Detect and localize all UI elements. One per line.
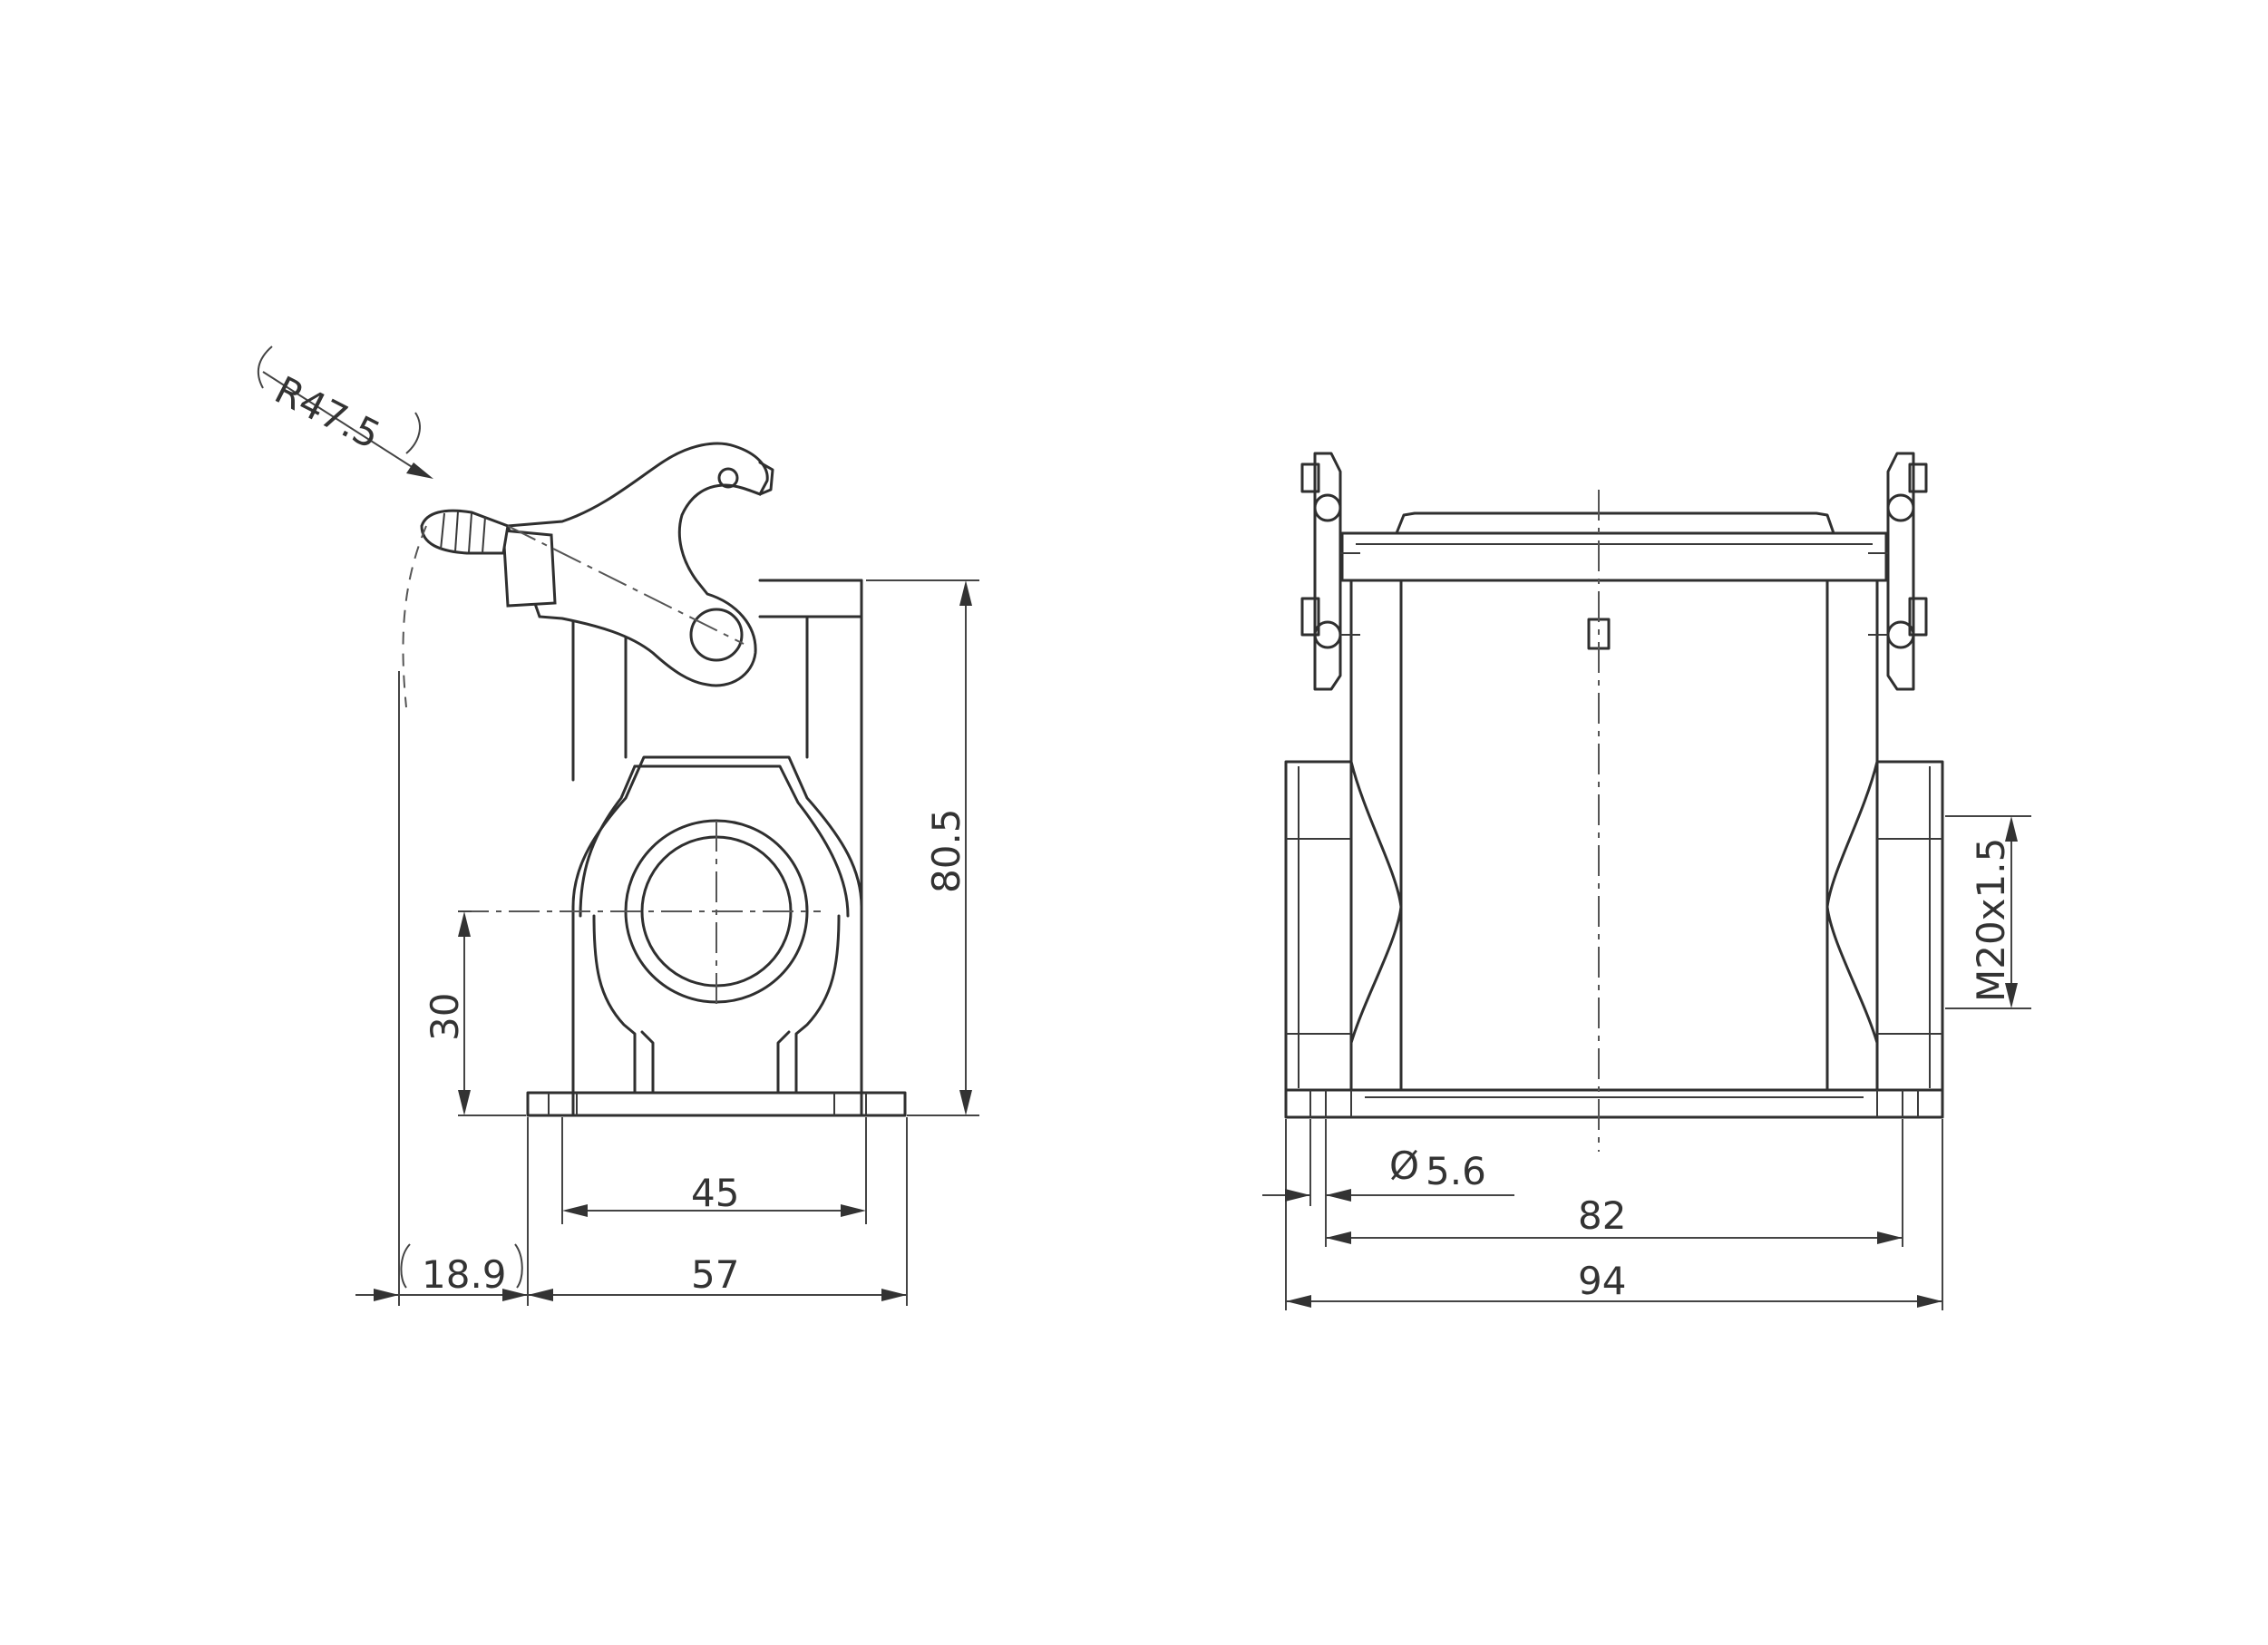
front-latch-right <box>1868 452 1928 691</box>
front-base-flange <box>1284 1088 1944 1119</box>
front-side-bosses <box>1284 760 1944 1092</box>
dim-base-width-front-text: 94 <box>1578 1259 1626 1303</box>
dim-lever-offset-text: 18.9 <box>422 1252 507 1297</box>
dim-radius-text: R47.5 <box>268 367 387 457</box>
lever-swing-arc <box>402 525 427 708</box>
side-base-flange <box>526 1091 907 1117</box>
front-latch-left <box>1300 452 1360 691</box>
dim-height-text: 80.5 <box>924 808 969 893</box>
dim-diameter-symbol: Ø <box>1389 1144 1419 1188</box>
dim-base-width-side-text: 57 <box>691 1252 739 1297</box>
dim-hole-spacing-side-text: 45 <box>691 1171 739 1215</box>
lever-axis <box>507 525 745 645</box>
side-view: R47.5 80.5 30 45 57 18.9 <box>257 346 979 1306</box>
locking-lever <box>420 442 774 687</box>
side-housing-upper <box>571 579 863 1115</box>
front-housing <box>1349 579 1879 1092</box>
dim-hole-spacing-front-text: 82 <box>1578 1193 1626 1238</box>
front-view: Ø 5.6 82 94 M20x1.5 <box>1262 452 2031 1310</box>
front-cover <box>1340 511 1888 582</box>
dim-thread-text: M20x1.5 <box>1969 838 2013 1002</box>
dim-hole-diameter-text: 5.6 <box>1426 1149 1486 1193</box>
dim-entry-height-text: 30 <box>423 993 467 1041</box>
